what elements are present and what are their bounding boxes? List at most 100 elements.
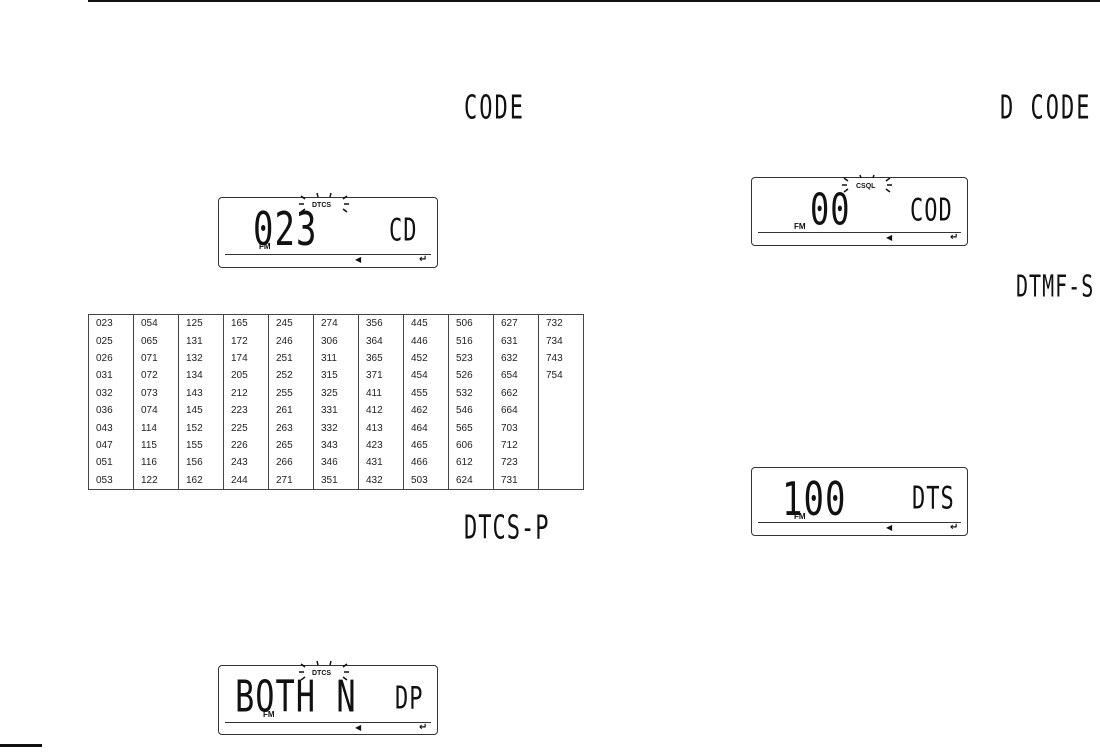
table-cell: 631 xyxy=(493,332,539,350)
table-cell: 356 xyxy=(358,314,404,333)
table-cell: 223 xyxy=(223,401,269,420)
table-cell: 054 xyxy=(133,314,179,333)
table-cell: 526 xyxy=(448,367,494,385)
table-cell: 431 xyxy=(358,454,404,472)
lcd-dtcs-polarity: DTCS BOTH N DP FM ◀ ↵ xyxy=(218,660,438,735)
table-cell: 452 xyxy=(403,349,449,368)
table-cell: 503 xyxy=(403,471,449,490)
table-cell: 266 xyxy=(268,454,314,472)
bottom-rule xyxy=(0,744,42,747)
table-cell: 261 xyxy=(268,401,314,420)
table-cell: 731 xyxy=(493,471,539,490)
fm-indicator: FM xyxy=(794,512,806,521)
fm-indicator: FM xyxy=(259,242,271,251)
csql-code-side: COD xyxy=(910,194,953,229)
fm-indicator: FM xyxy=(263,710,275,719)
table-cell: 131 xyxy=(178,332,224,350)
table-cell: 606 xyxy=(448,436,494,455)
dtmf-speed-side: DTS xyxy=(912,482,955,517)
dtcs-flash-icon xyxy=(299,660,349,681)
table-cell: 464 xyxy=(403,419,449,437)
dtcs-code-side: CD xyxy=(389,214,418,249)
dtcs-polarity-side: DP xyxy=(395,682,424,717)
dtcs-indicator: DTCS xyxy=(312,202,332,209)
top-rule xyxy=(88,0,1100,2)
return-arrow-icon: ↵ xyxy=(950,232,959,243)
table-cell: 065 xyxy=(133,332,179,350)
table-cell: 455 xyxy=(403,384,449,402)
fm-indicator: FM xyxy=(794,222,806,231)
table-cell: 743 xyxy=(538,349,584,368)
table-cell: 351 xyxy=(313,471,359,490)
table-cell: 732 xyxy=(538,314,584,333)
table-cell: 071 xyxy=(133,349,179,368)
lcd-baseline xyxy=(225,254,431,255)
table-cell: 263 xyxy=(268,419,314,437)
table-cell: 271 xyxy=(268,471,314,490)
dtcs-flash-icon xyxy=(299,192,349,213)
left-triangle-icon: ◀ xyxy=(886,233,893,242)
left-triangle-icon: ◀ xyxy=(355,255,362,264)
table-cell: 032 xyxy=(88,384,134,402)
table-cell: 546 xyxy=(448,401,494,420)
left-triangle-icon: ◀ xyxy=(886,523,893,532)
csql-indicator: CSQL xyxy=(856,183,876,190)
table-cell: 243 xyxy=(223,454,269,472)
table-cell: 612 xyxy=(448,454,494,472)
dtcs-indicator: DTCS xyxy=(312,670,332,677)
table-cell: 245 xyxy=(268,314,314,333)
table-cell: 664 xyxy=(493,401,539,420)
table-cell: 413 xyxy=(358,419,404,437)
table-cell: 654 xyxy=(493,367,539,385)
table-cell: 115 xyxy=(133,436,179,455)
table-cell: 315 xyxy=(313,367,359,385)
table-cell: 523 xyxy=(448,349,494,368)
table-cell: 432 xyxy=(358,471,404,490)
lcd-baseline xyxy=(758,522,961,523)
table-cell: 244 xyxy=(223,471,269,490)
table-cell: 043 xyxy=(88,419,134,437)
left-triangle-icon: ◀ xyxy=(355,723,362,732)
table-cell: 723 xyxy=(493,454,539,472)
table-cell: 172 xyxy=(223,332,269,350)
table-cell: 251 xyxy=(268,349,314,368)
csql-flash-icon xyxy=(842,174,892,193)
table-cell: 252 xyxy=(268,367,314,385)
table-cell: 116 xyxy=(133,454,179,472)
table-cell: 734 xyxy=(538,332,584,350)
table-cell: 703 xyxy=(493,419,539,437)
table-cell: 462 xyxy=(403,401,449,420)
dtmf-s-label: DTMF-S xyxy=(1016,268,1095,304)
table-cell: 346 xyxy=(313,454,359,472)
table-cell: 246 xyxy=(268,332,314,350)
table-cell: 072 xyxy=(133,367,179,385)
table-cell: 712 xyxy=(493,436,539,455)
table-cell: 754 xyxy=(538,367,584,385)
dtcs-p-label: DTCS-P xyxy=(464,510,550,548)
table-cell xyxy=(538,384,584,402)
table-cell: 226 xyxy=(223,436,269,455)
table-cell: 036 xyxy=(88,401,134,420)
dtcs-polarity-value: BOTH N xyxy=(235,671,357,723)
table-cell: 662 xyxy=(493,384,539,402)
table-cell: 074 xyxy=(133,401,179,420)
dtcs-code-value: 023 xyxy=(253,203,318,257)
table-cell: 532 xyxy=(448,384,494,402)
table-cell xyxy=(538,436,584,455)
return-arrow-icon: ↵ xyxy=(419,722,428,733)
table-cell: 073 xyxy=(133,384,179,402)
table-cell: 125 xyxy=(178,314,224,333)
table-cell xyxy=(538,471,584,490)
table-cell: 026 xyxy=(88,349,134,368)
table-cell xyxy=(538,401,584,420)
table-cell: 446 xyxy=(403,332,449,350)
return-arrow-icon: ↵ xyxy=(950,522,959,533)
